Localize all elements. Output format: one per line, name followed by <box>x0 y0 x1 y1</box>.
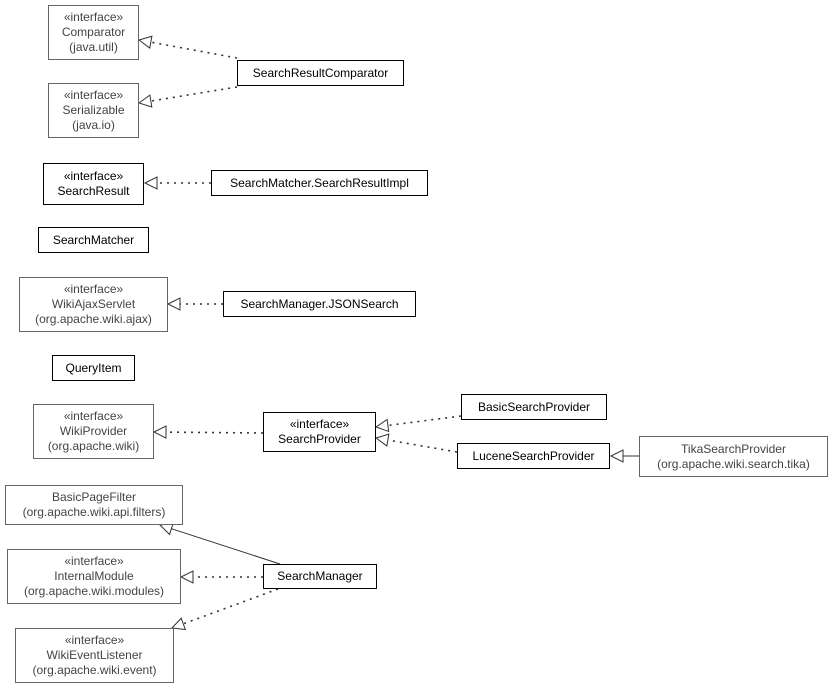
hollow-arrowhead-searchmanager-to-internalmodule <box>179 570 194 584</box>
internal-module-interface-box[interactable]: «interface» InternalModule (org.apache.w… <box>7 549 181 604</box>
basic-search-provider-name: BasicSearchProvider <box>477 399 591 414</box>
wiki-provider-stereotype: «interface» <box>63 409 124 423</box>
realization-edge-src-to-comparator <box>150 41 238 59</box>
search-provider-stereotype: «interface» <box>289 417 350 431</box>
search-matcher-class-box[interactable]: SearchMatcher <box>38 227 149 253</box>
wiki-ajax-servlet-stereotype: «interface» <box>63 282 124 296</box>
hollow-arrowhead-tikasp-to-lucenesp <box>609 449 624 463</box>
search-provider-interface-box[interactable]: «interface» SearchProvider <box>263 412 376 452</box>
search-result-impl-class-box[interactable]: SearchMatcher.SearchResultImpl <box>211 170 428 196</box>
wiki-provider-package: (org.apache.wiki) <box>47 439 140 453</box>
json-search-name: SearchManager.JSONSearch <box>240 296 399 311</box>
lucene-search-provider-class-box[interactable]: LuceneSearchProvider <box>457 443 610 469</box>
search-result-impl-name: SearchMatcher.SearchResultImpl <box>230 175 409 190</box>
serializable-package: (java.io) <box>72 118 115 132</box>
wiki-event-listener-stereotype: «interface» <box>64 633 125 647</box>
lucene-search-provider-name: LuceneSearchProvider <box>472 448 595 463</box>
hollow-arrowhead-searchprovider-to-wikiprovider <box>152 425 167 439</box>
serializable-name: Serializable <box>62 103 125 117</box>
realization-edge-searchprovider-to-wikiprovider <box>165 431 264 434</box>
hollow-arrowhead-smjson-to-wikiajax <box>166 297 181 311</box>
wiki-event-listener-interface-box[interactable]: «interface» WikiEventListener (org.apach… <box>15 628 174 683</box>
hollow-arrowhead-src-to-comparator <box>137 35 153 49</box>
wiki-event-listener-name: WikiEventListener <box>46 648 143 662</box>
search-provider-name: SearchProvider <box>278 432 361 446</box>
generalization-edge-searchmanager-to-basicpagefilter <box>171 528 281 565</box>
comparator-name: Comparator <box>61 25 126 39</box>
json-search-class-box[interactable]: SearchManager.JSONSearch <box>223 291 416 317</box>
wiki-event-listener-package: (org.apache.wiki.event) <box>32 663 157 677</box>
basic-page-filter-class-box[interactable]: BasicPageFilter (org.apache.wiki.api.fil… <box>5 485 183 525</box>
hollow-arrowhead-smsri-to-searchresult <box>143 176 158 190</box>
search-result-stereotype: «interface» <box>63 169 124 183</box>
basic-search-provider-class-box[interactable]: BasicSearchProvider <box>461 394 607 420</box>
search-result-comparator-class-box[interactable]: SearchResultComparator <box>237 60 404 86</box>
tika-search-provider-package: (org.apache.wiki.search.tika) <box>657 456 810 471</box>
hollow-arrowhead-searchmanager-to-wikievent <box>170 617 187 631</box>
realization-edge-basicsp-to-searchprovider <box>387 415 462 427</box>
wiki-provider-interface-box[interactable]: «interface» WikiProvider (org.apache.wik… <box>33 404 154 459</box>
basic-page-filter-name: BasicPageFilter <box>51 490 137 504</box>
realization-edge-src-to-serializable <box>150 86 238 102</box>
wiki-ajax-servlet-interface-box[interactable]: «interface» WikiAjaxServlet (org.apache.… <box>19 277 168 332</box>
tika-search-provider-class-box[interactable]: TikaSearchProvider (org.apache.wiki.sear… <box>639 436 828 477</box>
comparator-stereotype: «interface» <box>63 10 124 24</box>
search-result-comparator-name: SearchResultComparator <box>252 65 389 80</box>
realization-edge-searchmanager-to-wikievent <box>182 588 279 625</box>
comparator-package: (java.util) <box>69 40 118 54</box>
query-item-name: QueryItem <box>65 360 122 375</box>
search-matcher-name: SearchMatcher <box>52 232 135 247</box>
search-result-interface-box[interactable]: «interface» SearchResult <box>43 163 144 205</box>
wiki-ajax-servlet-name: WikiAjaxServlet <box>51 297 136 311</box>
query-item-class-box[interactable]: QueryItem <box>52 355 135 381</box>
hollow-arrowhead-basicsp-to-searchprovider <box>374 418 390 433</box>
internal-module-stereotype: «interface» <box>64 554 124 568</box>
internal-module-package: (org.apache.wiki.modules) <box>23 584 165 598</box>
wiki-ajax-servlet-package: (org.apache.wiki.ajax) <box>35 312 152 326</box>
wiki-provider-name: WikiProvider <box>59 424 128 438</box>
hollow-arrowhead-src-to-serializable <box>137 94 153 108</box>
hollow-arrowhead-lucenesp-to-searchprovider <box>374 433 390 447</box>
tika-search-provider-name: TikaSearchProvider <box>681 441 786 456</box>
search-manager-name: SearchManager <box>277 569 363 583</box>
comparator-interface-box[interactable]: «interface» Comparator (java.util) <box>48 5 139 60</box>
search-result-name: SearchResult <box>57 184 130 198</box>
serializable-stereotype: «interface» <box>63 88 124 102</box>
internal-module-name: InternalModule <box>54 569 134 583</box>
basic-page-filter-package: (org.apache.wiki.api.filters) <box>22 505 166 519</box>
realization-edge-lucenesp-to-searchprovider <box>387 439 458 453</box>
serializable-interface-box[interactable]: «interface» Serializable (java.io) <box>48 83 139 138</box>
search-manager-class-box[interactable]: SearchManager <box>263 564 377 589</box>
